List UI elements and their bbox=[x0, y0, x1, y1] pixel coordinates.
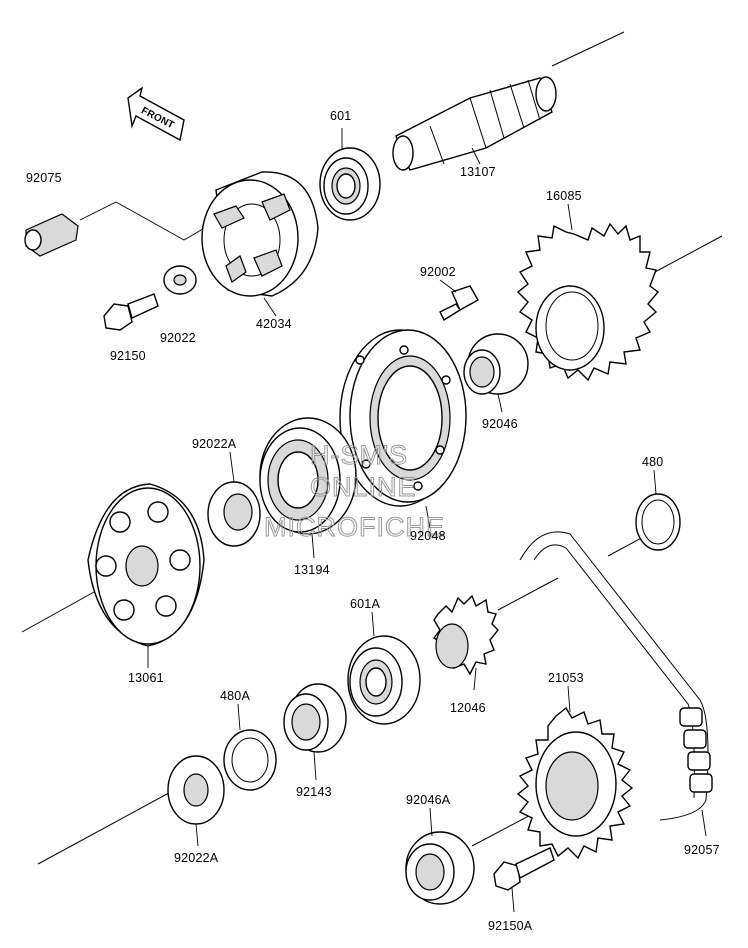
part-92057-chain-icon bbox=[519, 531, 713, 837]
part-601-icon bbox=[319, 128, 381, 221]
watermark: H-SM'S ONLINE MICROFICHE bbox=[264, 440, 445, 543]
label-42034[interactable]: 42034 bbox=[256, 317, 292, 331]
part-92046-icon bbox=[463, 333, 529, 413]
part-labels: 92075 601 13107 16085 92002 92022 42034 … bbox=[26, 109, 720, 933]
label-92150[interactable]: 92150 bbox=[110, 349, 146, 363]
watermark-line-2: ONLINE bbox=[310, 472, 417, 502]
label-12046[interactable]: 12046 bbox=[450, 701, 486, 715]
part-13061-icon bbox=[87, 483, 205, 668]
front-arrow-icon: FRONT bbox=[127, 86, 185, 142]
part-16085-icon bbox=[516, 203, 660, 382]
label-92022[interactable]: 92022 bbox=[160, 331, 196, 345]
watermark-line-3: MICROFICHE bbox=[264, 512, 445, 542]
label-92075[interactable]: 92075 bbox=[26, 171, 62, 185]
part-92075-icon bbox=[24, 201, 209, 257]
label-92150A[interactable]: 92150A bbox=[488, 919, 533, 933]
label-92002[interactable]: 92002 bbox=[420, 265, 456, 279]
part-480A-icon bbox=[223, 703, 277, 791]
label-480A[interactable]: 480A bbox=[220, 689, 250, 703]
part-92150-icon bbox=[103, 293, 159, 331]
part-92046A-icon bbox=[405, 807, 475, 905]
part-92150A-icon bbox=[493, 847, 555, 913]
part-92002-icon bbox=[439, 279, 479, 322]
part-92022-icon bbox=[163, 265, 197, 295]
label-92046[interactable]: 92046 bbox=[482, 417, 518, 431]
label-92048[interactable]: 92048 bbox=[410, 529, 446, 543]
label-92057[interactable]: 92057 bbox=[684, 843, 720, 857]
part-42034-icon bbox=[201, 171, 319, 317]
label-21053[interactable]: 21053 bbox=[548, 671, 584, 685]
label-92022A-bottom[interactable]: 92022A bbox=[174, 851, 219, 865]
label-92022A-top[interactable]: 92022A bbox=[192, 437, 237, 451]
label-16085[interactable]: 16085 bbox=[546, 189, 582, 203]
watermark-line-1: H-SM'S bbox=[310, 440, 408, 470]
part-480-icon bbox=[635, 469, 681, 551]
part-92048-icon bbox=[339, 329, 467, 529]
part-92143-icon bbox=[283, 683, 347, 781]
label-92046A[interactable]: 92046A bbox=[406, 793, 451, 807]
part-601A-icon bbox=[347, 611, 421, 725]
part-13107-icon bbox=[392, 76, 557, 171]
part-21053-icon bbox=[516, 685, 634, 860]
label-601[interactable]: 601 bbox=[330, 109, 351, 123]
label-601A[interactable]: 601A bbox=[350, 597, 380, 611]
part-92022A-bottom-icon bbox=[167, 755, 225, 847]
label-13061[interactable]: 13061 bbox=[128, 671, 164, 685]
label-13194[interactable]: 13194 bbox=[294, 563, 330, 577]
label-480[interactable]: 480 bbox=[642, 455, 663, 469]
part-92022A-top-icon bbox=[207, 451, 261, 547]
part-13194-icon bbox=[259, 417, 357, 559]
label-13107[interactable]: 13107 bbox=[460, 165, 496, 179]
part-12046-icon bbox=[432, 594, 499, 691]
label-92143[interactable]: 92143 bbox=[296, 785, 332, 799]
